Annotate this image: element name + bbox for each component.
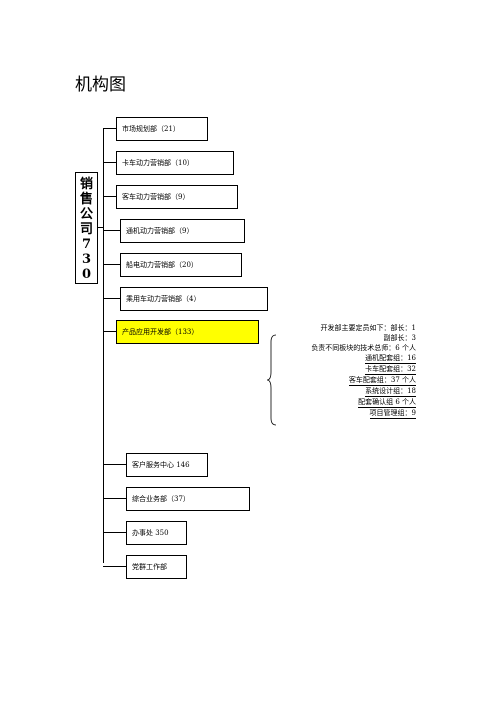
department-box: 产品应用开发部（133） [116,320,259,344]
org-root-box: 销 售 公 司 7 3 0 [75,172,98,284]
root-char: 司 [79,222,93,237]
page-title: 机构图 [75,75,126,95]
department-box: 党群工作部 [126,555,187,579]
note-line: 负责不同板块的技术总师：6 个人 [311,344,416,352]
note-line: 系统设计组：18 [365,387,416,397]
branch-connector [103,196,116,197]
department-box: 乘用车动力营销部（4） [120,287,268,311]
branch-connector [103,230,120,231]
department-box: 办事处 350 [126,521,187,545]
root-char: 销 [79,177,93,192]
root-char: 售 [79,192,93,207]
branch-connector [103,566,126,567]
tree-spine [103,129,104,563]
branch-connector [103,298,120,299]
curly-brace [266,334,277,426]
department-box: 卡车动力营销部（10） [116,151,234,175]
root-char: 0 [81,267,92,282]
branch-connector [103,162,116,163]
root-char: 3 [81,252,92,267]
note-line: 副部长：3 [383,334,416,342]
branch-connector [103,128,116,129]
branch-connector [103,498,126,499]
branch-connector [103,464,126,465]
department-box: 市场规划部（21） [116,117,208,141]
dev-dept-staffing-note: 开发部主要定员如下：部长：1 副部长：3 负责不同板块的技术总师：6 个人 通机… [280,323,416,419]
department-box: 通机动力营销部（9） [120,219,245,243]
note-line: 卡车配套组：32 [365,365,416,375]
branch-connector [103,532,126,533]
root-connector [98,227,103,228]
root-char: 公 [79,207,93,222]
department-box: 客户服务中心 146 [126,453,208,477]
department-box: 船电动力营销部（20） [120,253,242,277]
note-line: 项目管理组：9 [369,409,416,419]
root-char: 7 [81,237,92,252]
note-line: 通机配套组：16 [365,354,416,364]
department-box: 客车动力营销部（9） [116,185,238,209]
department-box: 综合业务部（37） [126,487,250,511]
note-line: 配套确认组 6 个人 [358,398,416,408]
branch-connector [103,264,120,265]
note-line: 客车配套组：37 个人 [348,376,416,386]
branch-connector [103,331,116,332]
note-line: 开发部主要定员如下：部长：1 [320,324,416,332]
